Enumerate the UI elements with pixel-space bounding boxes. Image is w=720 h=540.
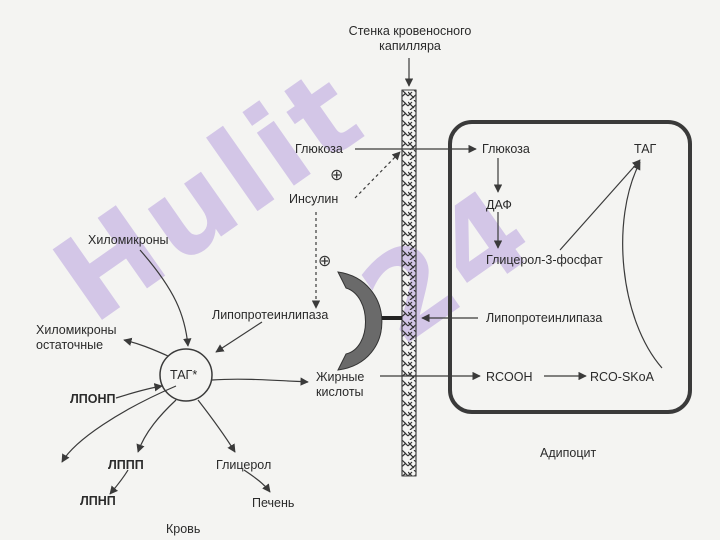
- fatty-acids-label-1: Жирные: [316, 370, 365, 384]
- ldl-label: ЛПНП: [80, 494, 116, 508]
- glucose-blood-label: Глюкоза: [295, 142, 343, 156]
- arrow-tag-fa: [211, 377, 309, 386]
- adipocyte-cell: [448, 120, 692, 414]
- chylomicrons-label: Хиломикроны: [88, 233, 169, 247]
- arrow-insulin-dashed: [354, 151, 401, 199]
- tag-particle: [159, 348, 213, 402]
- idl-label: ЛППП: [108, 458, 144, 472]
- glycerol-label: Глицерол: [216, 458, 272, 472]
- capillary-label-1: Стенка кровеносного: [348, 24, 472, 38]
- arrow-tag-idl: [136, 399, 177, 453]
- vldl-label: ЛПОНП: [70, 392, 116, 406]
- fatty-acids-label-2: кислоты: [316, 385, 364, 399]
- chylomicron-remnant-label-2: остаточные: [36, 338, 104, 352]
- plus-icon: ⊕: [318, 253, 332, 270]
- capillary-wall: [401, 89, 417, 477]
- capillary-label-2: капилляра: [379, 39, 441, 53]
- adipocyte-label: Адипоцит: [540, 446, 597, 460]
- lipoprotein-lipase-shape: [337, 271, 383, 371]
- arrow-tag-glycerol: [197, 399, 236, 453]
- arrow-glycerol-liver: [243, 469, 271, 493]
- plus-icon: ⊕: [330, 167, 344, 184]
- chylomicron-remnant-label-1: Хиломикроны: [36, 323, 117, 337]
- arrow-rcoskoa-tag: [622, 161, 663, 369]
- arrow-chylomicrons-tag: [139, 249, 192, 347]
- rcooh-label: RCOOH: [486, 370, 533, 384]
- rcoskoa-label: RCO-SKoA: [590, 370, 654, 384]
- arrow-g3p-tag: [559, 159, 641, 251]
- arrow-idl-ldl: [109, 469, 129, 495]
- arrow-vldl-ldl: [61, 385, 177, 463]
- lpl-blood-label: Липопротеинлипаза: [212, 308, 329, 322]
- lpl-cell-label: Липопротеинлипаза: [486, 311, 603, 325]
- arrow-lpl-tag: [215, 321, 263, 353]
- liver-label: Печень: [252, 496, 295, 510]
- tag-cell-label: ТАГ: [634, 142, 657, 156]
- arrow-vldl-tag: [115, 383, 163, 399]
- tag-star-label: ТАГ*: [170, 368, 198, 382]
- dap-label: ДАФ: [486, 198, 512, 212]
- arrow-tag-remnant: [123, 337, 169, 357]
- g3p-label: Глицерол-3-фосфат: [486, 253, 603, 267]
- glucose-cell-label: Глюкоза: [482, 142, 530, 156]
- blood-label: Кровь: [166, 522, 201, 536]
- insulin-label: Инсулин: [289, 192, 339, 206]
